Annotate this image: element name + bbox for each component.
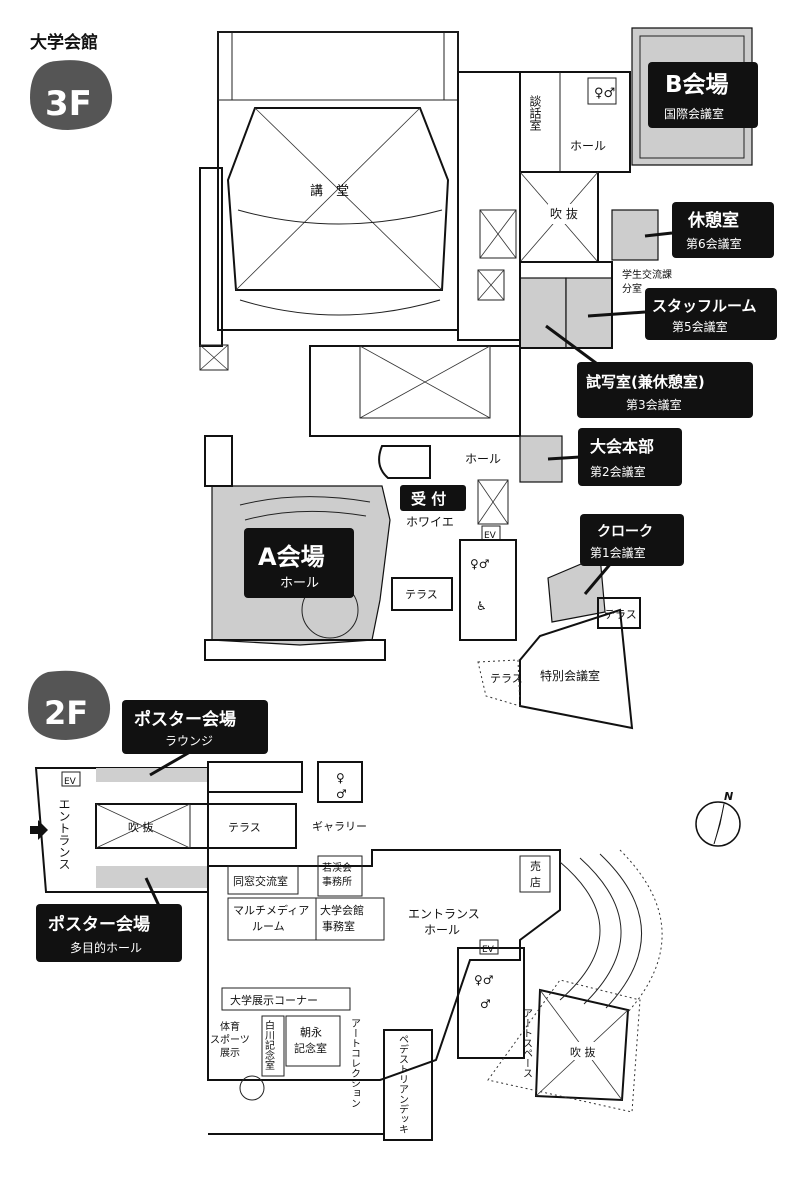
callouts-3f: B会場 国際会議室 休憩室 第6会議室 スタッフルーム 第5会議室 試写室(兼休…: [244, 62, 777, 598]
room-terrace-2f: テラス: [228, 821, 261, 834]
callout-cloak: クローク 第1会議室: [580, 514, 684, 595]
badge-3f-label: 3F: [45, 84, 92, 124]
callout-honbu-main: 大会本部: [590, 437, 654, 456]
badge-2f-label: 2F: [44, 694, 88, 732]
room-shirakawa: 白川記念室: [263, 1019, 275, 1070]
svg-text:♀♂: ♀♂: [470, 557, 490, 571]
callout-a-sub: ホール: [280, 576, 319, 591]
callout-shisha-main: 試写室(兼休憩室): [586, 373, 705, 391]
room-gakusei: 学生交流課分室: [622, 268, 672, 295]
callout-staff-sub: 第5会議室: [672, 319, 728, 334]
north-label: N: [724, 790, 733, 803]
room-gallery: ギャラリー: [312, 820, 367, 833]
room-kodo: 講 堂: [310, 183, 349, 199]
room-hall-top: ホール: [570, 139, 606, 153]
plan-2f: EV エントランス 吹 抜 テラス ギャラリー ♀ ♂ 同窓交流室 若渓会事務所…: [34, 761, 663, 1141]
room-fukinuke-3f: 吹 抜: [550, 207, 578, 221]
room-fukinuke-right: 吹 抜: [570, 1045, 596, 1059]
room-foyer: ホワイエ: [406, 515, 454, 529]
room-terrace-a: テラス: [405, 588, 438, 601]
callout-poster-lounge-sub: ラウンジ: [165, 734, 213, 748]
north-arrow-icon: N: [695, 790, 741, 847]
callout-poster-hall: ポスター会場 多目的ホール: [36, 877, 182, 962]
room-tokubetsu: 特別会議室: [540, 668, 600, 683]
room-multimedia: マルチメディアルーム: [233, 903, 309, 933]
callout-poster-hall-sub: 多目的ホール: [70, 940, 142, 955]
room-terrace-b: テラス: [490, 672, 523, 685]
room-ev-3f: EV: [484, 531, 497, 541]
room-tenji-corner: 大学展示コーナー: [230, 993, 318, 1007]
room-art-space: アートスペース: [521, 1008, 533, 1078]
svg-text:♀♂: ♀♂: [474, 973, 494, 987]
callout-kyukei-main: 休憩室: [687, 210, 739, 231]
callout-staff: スタッフルーム 第5会議室: [587, 288, 777, 340]
badge-3f: 3F: [30, 60, 113, 131]
svg-text:♿: ♿: [476, 599, 487, 613]
room-taiiku: 体育スポーツ展示: [210, 1020, 250, 1059]
callout-kyukei: 休憩室 第6会議室: [644, 202, 774, 258]
callout-poster-lounge: ポスター会場 ラウンジ: [122, 700, 268, 777]
callout-a-hall: A会場 ホール: [244, 528, 354, 598]
callout-b-hall: B会場 国際会議室: [648, 62, 758, 128]
room-hall-mid: ホール: [465, 452, 501, 466]
svg-text:♂: ♂: [336, 787, 347, 801]
svg-text:♀♂: ♀♂: [594, 86, 615, 101]
room-danwa: 談話室: [528, 94, 542, 131]
room-jimushitsu: 大学会館事務室: [320, 903, 364, 933]
room-entrance-v: エントランス: [57, 798, 71, 870]
callouts-2f: ポスター会場 ラウンジ ポスター会場 多目的ホール: [36, 700, 268, 962]
callout-shisha-sub: 第3会議室: [626, 397, 682, 412]
room-ev-left: EV: [64, 777, 77, 787]
building-title: 大学会館: [30, 32, 98, 53]
callout-honbu: 大会本部 第2会議室: [547, 428, 682, 486]
room-tomonaga: 朝永記念室: [294, 1025, 327, 1055]
callout-kyukei-sub: 第6会議室: [686, 236, 742, 251]
room-fukinuke-left: 吹 抜: [128, 820, 154, 834]
callout-a-main: A会場: [258, 543, 325, 571]
svg-text:♂: ♂: [480, 997, 491, 1011]
callout-cloak-sub: 第1会議室: [590, 545, 646, 560]
room-baiten: 売店: [530, 860, 541, 889]
callout-poster-hall-main: ポスター会場: [48, 914, 150, 935]
room-ev-right: EV: [482, 945, 495, 955]
callout-b-sub: 国際会議室: [664, 106, 724, 121]
callout-poster-lounge-main: ポスター会場: [134, 709, 236, 730]
room-dosokai: 同窓交流室: [233, 874, 288, 888]
callout-cloak-main: クローク: [597, 524, 653, 540]
room-art-collection: アートコレクション: [349, 1018, 360, 1108]
room-pedestrian: ペデストリアンデッキ: [397, 1034, 409, 1134]
badge-2f: 2F: [28, 670, 111, 740]
room-wakakei: 若渓会事務所: [322, 861, 352, 888]
callout-b-main: B会場: [665, 71, 729, 98]
callout-honbu-sub: 第2会議室: [590, 464, 646, 479]
callout-staff-main: スタッフルーム: [652, 297, 757, 315]
callout-uketsuke-label: 受 付: [411, 490, 446, 508]
room-entrance-hall: エントランスホール: [408, 907, 480, 937]
entrance-arrow-icon: [30, 820, 48, 840]
callout-shisha: 試写室(兼休憩室) 第3会議室: [545, 324, 753, 418]
callout-uketsuke: 受 付: [400, 485, 466, 511]
svg-text:♀: ♀: [336, 771, 345, 785]
